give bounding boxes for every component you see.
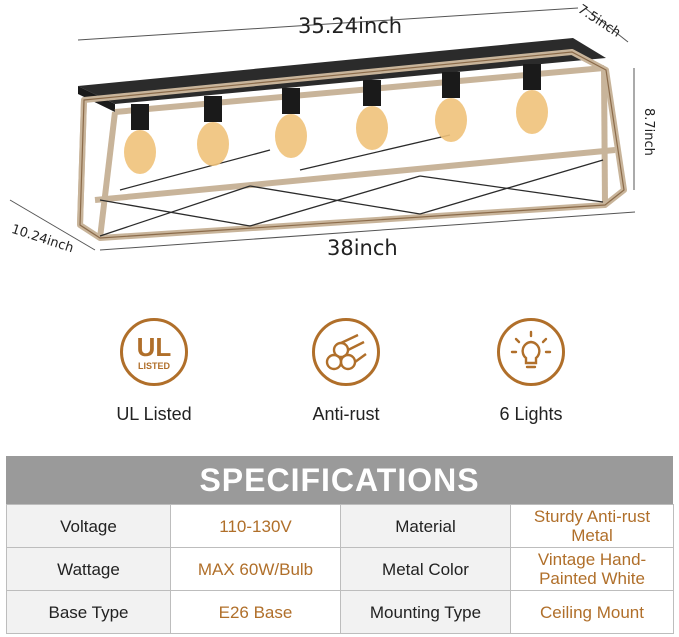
ul-listed-icon: UL LISTED: [120, 318, 188, 386]
feature-anti-rust: Anti-rust: [271, 318, 421, 425]
table-row: Wattage MAX 60W/Bulb Metal Color Vintage…: [6, 547, 674, 591]
spec-value: Ceiling Mount: [510, 590, 674, 634]
metal-rods-icon: [312, 318, 380, 386]
spec-value: E26 Base: [170, 590, 341, 634]
light-bulb-icon: [497, 318, 565, 386]
spec-value: MAX 60W/Bulb: [170, 547, 341, 591]
fixture-illustration: [9, 7, 636, 251]
spec-key: Metal Color: [340, 547, 511, 591]
ul-badge-subtext: LISTED: [137, 360, 170, 371]
spec-key: Voltage: [6, 504, 171, 548]
bottom-width-label: 38inch: [327, 236, 398, 260]
table-row: Base Type E26 Base Mounting Type Ceiling…: [6, 590, 674, 634]
spec-value: 110-130V: [170, 504, 341, 548]
spec-key: Material: [340, 504, 511, 548]
table-row: Voltage 110-130V Material Sturdy Anti-ru…: [6, 504, 674, 548]
specifications-table: Voltage 110-130V Material Sturdy Anti-ru…: [6, 504, 674, 634]
feature-label: 6 Lights: [499, 404, 563, 424]
spec-value: Sturdy Anti-rust Metal: [510, 504, 674, 548]
spec-value: Vintage Hand-Painted White: [510, 547, 674, 591]
feature-6-lights: 6 Lights: [456, 318, 606, 425]
feature-label: UL Listed: [116, 404, 192, 424]
feature-ul-listed: UL LISTED UL Listed: [79, 318, 229, 425]
specifications-title: SPECIFICATIONS: [6, 456, 673, 504]
spec-key: Mounting Type: [340, 590, 511, 634]
height-label: 8.7inch: [641, 108, 656, 156]
feature-label: Anti-rust: [312, 404, 380, 424]
spec-key: Wattage: [6, 547, 171, 591]
top-width-label: 35.24inch: [298, 14, 403, 38]
spec-key: Base Type: [6, 590, 171, 634]
ul-badge-text: UL: [136, 331, 172, 362]
